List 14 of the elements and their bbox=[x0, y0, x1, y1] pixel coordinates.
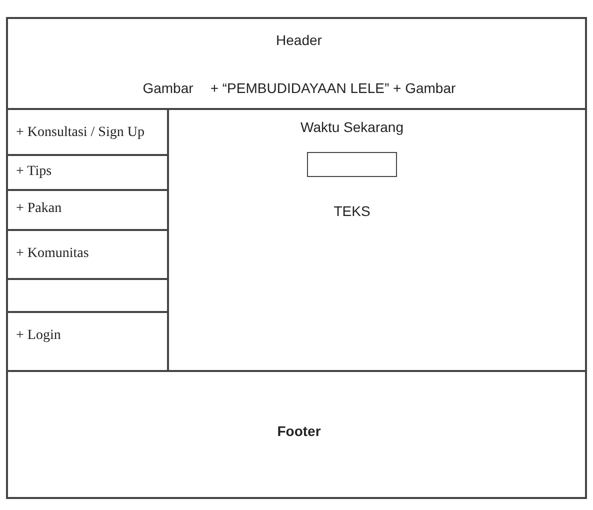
menu-label: + Pakan bbox=[16, 201, 62, 218]
menu-label: + Login bbox=[16, 328, 61, 345]
menu-label: + Tips bbox=[16, 164, 52, 181]
section-title: Header bbox=[276, 32, 322, 49]
header-text: + “PEMBUDIDAYAAN LELE” + Gambar bbox=[210, 80, 456, 97]
section-title: Footer bbox=[277, 423, 321, 440]
menu-label: + Konsultasi / Sign Up bbox=[16, 125, 144, 142]
header-text: Gambar bbox=[142, 80, 194, 97]
content-text: TEKS bbox=[334, 203, 370, 220]
content-text: Waktu Sekarang bbox=[300, 119, 404, 136]
menu-label: + Komunitas bbox=[16, 246, 89, 263]
input-field bbox=[307, 152, 397, 177]
header-section bbox=[6, 17, 587, 110]
footer-section bbox=[6, 370, 587, 499]
